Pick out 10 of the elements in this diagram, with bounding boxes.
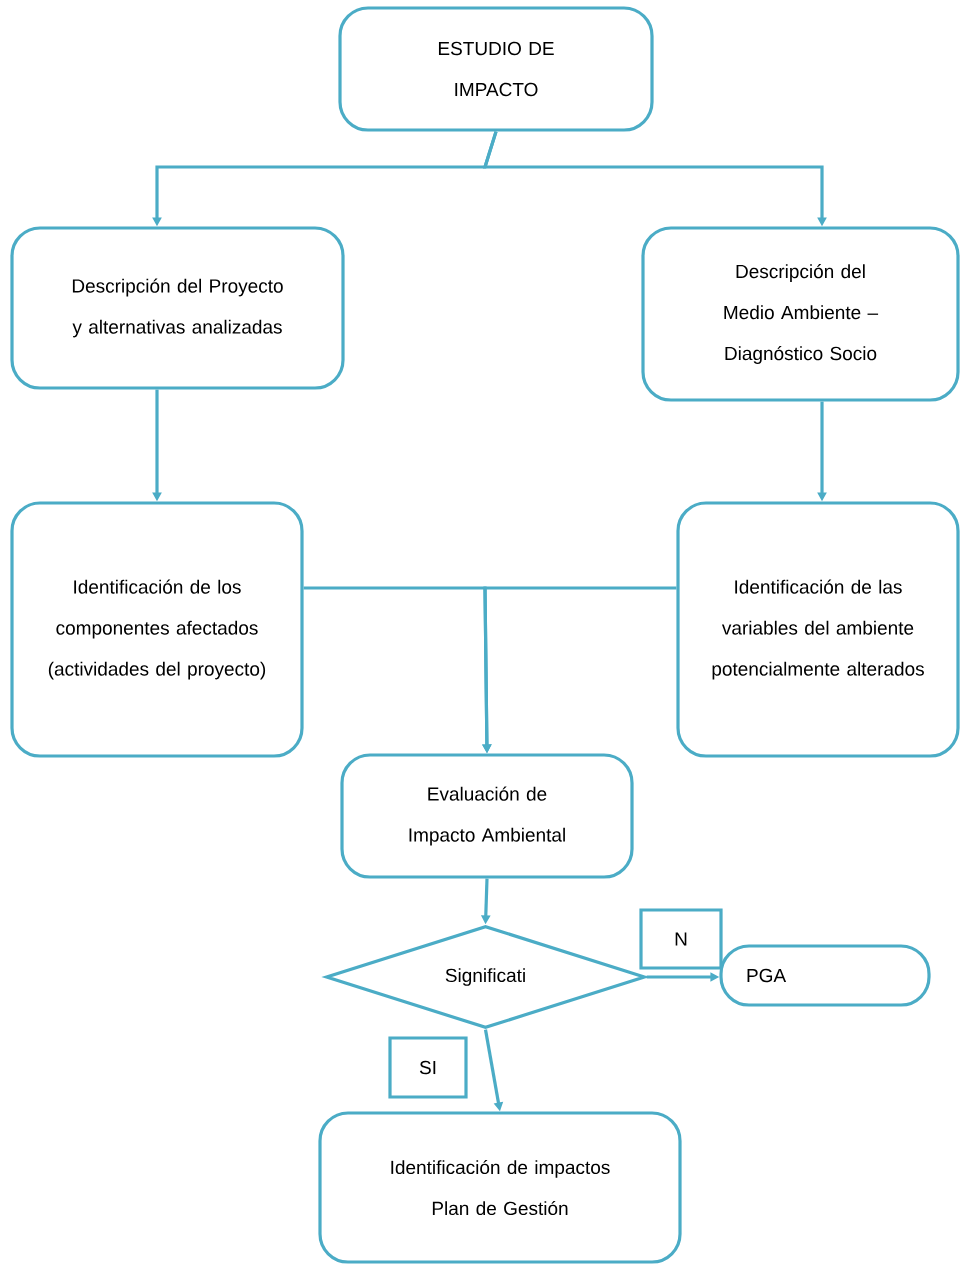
process-box: Descripción del Medio Ambiente – Diagnóstico Socio	[641, 226, 960, 402]
process-box: Identificación de impactos Plan de Gestión	[318, 1111, 682, 1264]
process-box: Evaluación de Impacto Ambiental	[340, 753, 634, 879]
label-box: N	[639, 908, 723, 970]
process-box: Identificación de los componentes afectados (actividades del proyecto)	[10, 501, 304, 758]
label-box: SI	[388, 1036, 468, 1099]
process-box: Descripción del Proyecto y alternativas analizadas	[10, 226, 345, 390]
process-box: ESTUDIO DE IMPACTO	[338, 6, 654, 132]
process-box: Identificación de las variables del ambiente potencialmente alterados	[676, 501, 960, 758]
process-box: PGA	[719, 944, 931, 1007]
